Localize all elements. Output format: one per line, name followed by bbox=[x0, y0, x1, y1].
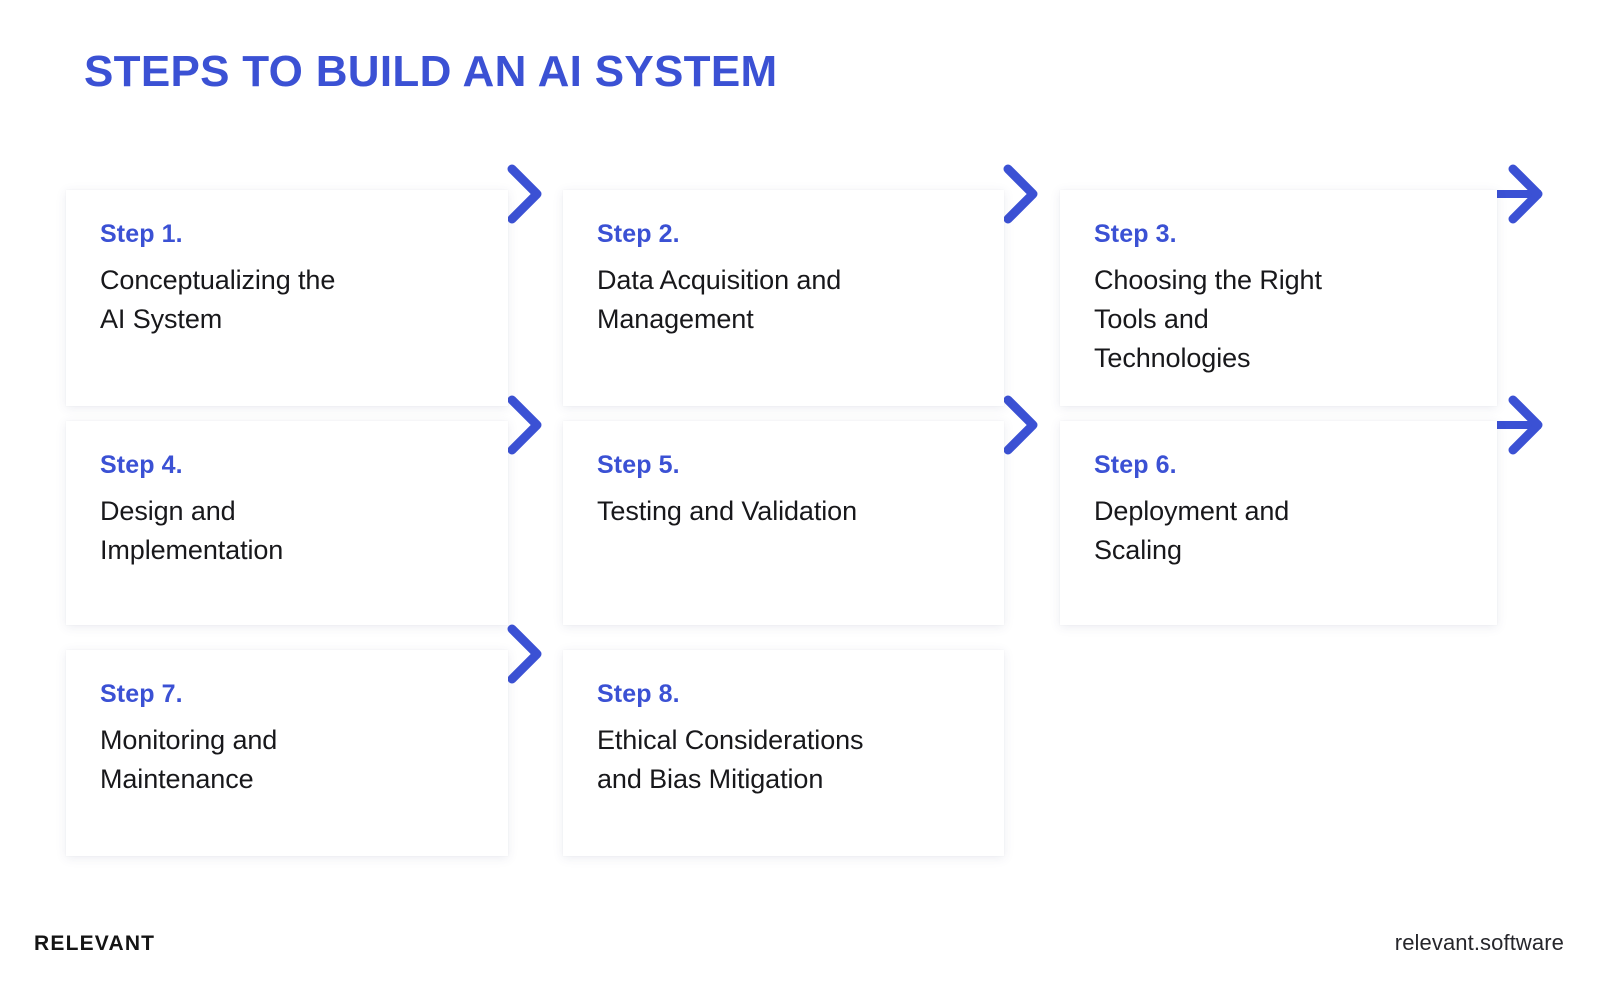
step-card-2-body: Step 2. Data Acquisition and Management bbox=[563, 190, 1004, 339]
step-card-1-text: Conceptualizing the AI System bbox=[100, 264, 336, 334]
step-card-7[interactable]: Step 7. Monitoring and Maintenance bbox=[66, 650, 508, 856]
step-card-4-text: Design and Implementation bbox=[100, 495, 284, 565]
step-card-1[interactable]: Step 1. Conceptualizing the AI System bbox=[66, 190, 508, 406]
step-card-5-text: Testing and Validation bbox=[597, 495, 857, 526]
step-card-8[interactable]: Step 8. Ethical Considerations and Bias … bbox=[563, 650, 1004, 856]
step-card-6-body: Step 6. Deployment and Scaling bbox=[1060, 421, 1497, 570]
arrow-head-icon-3 bbox=[1505, 163, 1549, 225]
step-card-3[interactable]: Step 3. Choosing the Right Tools and Tec… bbox=[1060, 190, 1497, 406]
step-card-4[interactable]: Step 4. Design and Implementation bbox=[66, 421, 508, 625]
step-card-5-label: Step 5. bbox=[597, 451, 680, 479]
arrow-head-icon-6 bbox=[1505, 394, 1549, 456]
step-card-4-body: Step 4. Design and Implementation bbox=[66, 421, 508, 570]
step-card-1-label: Step 1. bbox=[100, 220, 183, 248]
step-card-8-label: Step 8. bbox=[597, 680, 680, 708]
arrow-head-icon-7 bbox=[504, 623, 548, 685]
step-card-3-label: Step 3. bbox=[1094, 220, 1177, 248]
step-card-1-body: Step 1. Conceptualizing the AI System bbox=[66, 190, 508, 339]
step-card-3-text: Choosing the Right Tools and Technologie… bbox=[1094, 264, 1322, 373]
step-card-5-body: Step 5. Testing and Validation bbox=[563, 421, 1004, 531]
step-card-2[interactable]: Step 2. Data Acquisition and Management bbox=[563, 190, 1004, 406]
step-card-5[interactable]: Step 5. Testing and Validation bbox=[563, 421, 1004, 625]
website-url[interactable]: relevant.software bbox=[1394, 930, 1564, 955]
arrow-head-icon-2 bbox=[1000, 163, 1044, 225]
step-card-6[interactable]: Step 6. Deployment and Scaling bbox=[1060, 421, 1497, 625]
step-card-6-label: Step 6. bbox=[1094, 451, 1177, 479]
step-card-3-body: Step 3. Choosing the Right Tools and Tec… bbox=[1060, 190, 1497, 377]
arrow-head-icon-5 bbox=[1000, 394, 1044, 456]
step-card-4-label: Step 4. bbox=[100, 451, 183, 479]
arrow-head-icon-1 bbox=[504, 163, 548, 225]
step-card-6-text: Deployment and Scaling bbox=[1094, 495, 1290, 565]
step-card-2-text: Data Acquisition and Management bbox=[597, 264, 842, 334]
step-card-2-label: Step 2. bbox=[597, 220, 680, 248]
step-card-8-body: Step 8. Ethical Considerations and Bias … bbox=[563, 650, 1004, 799]
brand-logo: RELEVANT bbox=[34, 932, 156, 955]
step-card-7-label: Step 7. bbox=[100, 680, 183, 708]
page-title: STEPS TO BUILD AN AI SYSTEM bbox=[84, 47, 778, 96]
step-card-7-body: Step 7. Monitoring and Maintenance bbox=[66, 650, 508, 799]
arrow-head-icon-4 bbox=[504, 394, 548, 456]
step-card-7-text: Monitoring and Maintenance bbox=[100, 724, 278, 794]
step-card-8-text: Ethical Considerations and Bias Mitigati… bbox=[597, 724, 864, 794]
